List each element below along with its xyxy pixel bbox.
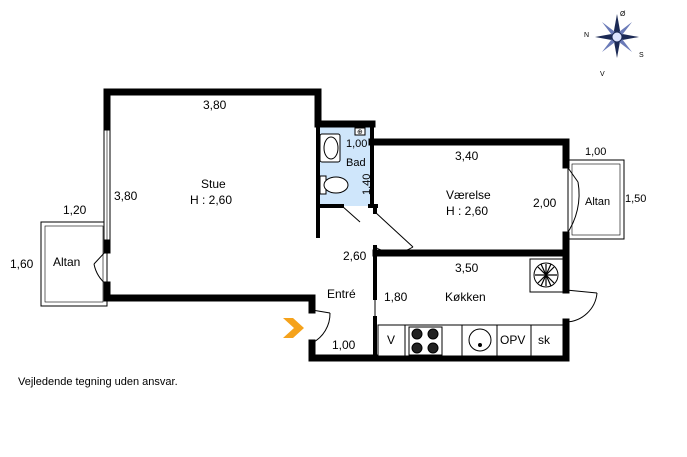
- altan-right-label: Altan: [585, 196, 610, 208]
- svg-text:⊕: ⊕: [357, 129, 363, 136]
- entre-width: 1,00: [332, 338, 356, 352]
- walls: [103, 88, 570, 362]
- stue-label: Stue: [201, 177, 226, 191]
- compass-south: S: [639, 52, 644, 59]
- shower-tap: [354, 127, 366, 136]
- altan-right-outline: [567, 159, 625, 240]
- disclaimer: Vejledende tegning uden ansvar.: [18, 376, 178, 388]
- kitchen-sink: [468, 328, 492, 352]
- altan-right-inner: [571, 163, 621, 236]
- doors: [93, 164, 598, 344]
- koekken-width: 3,50: [455, 261, 479, 275]
- vaerelse-width: 3,40: [455, 149, 479, 163]
- stue-width: 3,80: [203, 98, 227, 112]
- vaerelse-depth: 2,00: [533, 196, 557, 210]
- fan-blades: [535, 263, 557, 287]
- compass-icon: [595, 14, 639, 58]
- altan-left-inner: [44, 225, 104, 303]
- altan-left-width: 1,20: [63, 203, 87, 217]
- entre-depth: 2,60: [343, 249, 367, 263]
- vaerelse-height: H : 2,60: [446, 204, 488, 218]
- altan-right-depth: 1,50: [625, 193, 646, 205]
- stue-depth: 3,80: [114, 189, 138, 203]
- compass-north: N: [584, 32, 589, 39]
- toilet-bowl: [323, 176, 349, 194]
- bad-width: 1,00: [346, 138, 367, 150]
- dishwasher-label: OPV: [500, 333, 525, 347]
- altan-left-depth: 1,60: [10, 257, 34, 271]
- bad-label: Bad: [346, 157, 366, 169]
- interior-walls: [316, 122, 378, 360]
- compass-east: Ø: [620, 11, 626, 18]
- vaerelse-label: Værelse: [446, 188, 491, 202]
- entrance-arrow-icon: [283, 318, 304, 338]
- altan-right-width: 1,00: [585, 146, 606, 158]
- altan-left-outline: [40, 221, 108, 307]
- altan-left-label: Altan: [53, 255, 80, 269]
- koekken-depth: 1,80: [384, 290, 408, 304]
- entre-label: Entré: [327, 287, 356, 301]
- cabinet-label: sk: [538, 333, 551, 347]
- koekken-label: Køkken: [445, 290, 486, 304]
- bathroom-fixtures: [319, 127, 366, 195]
- fridge-label: V: [387, 333, 395, 347]
- stue-height: H : 2,60: [190, 193, 232, 207]
- bad-depth: 1,40: [361, 174, 373, 195]
- compass-west: V: [600, 71, 605, 78]
